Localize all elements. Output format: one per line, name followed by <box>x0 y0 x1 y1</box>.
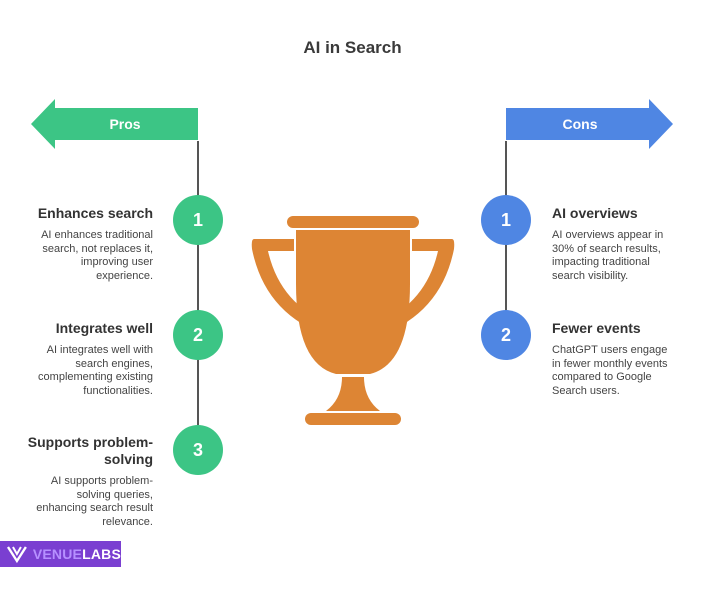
logo-text-labs: LABS <box>82 546 121 562</box>
pros-item-2-desc: AI integrates well with search engines, … <box>38 344 153 397</box>
cons-item-1-desc: AI overviews appear in 30% of search res… <box>552 229 664 282</box>
logo-text-venue: VENUE <box>32 546 83 562</box>
pros-number-1: 1 <box>173 195 223 245</box>
pros-label: Pros <box>109 116 141 132</box>
pros-item-3-title: Supports problem-solving <box>27 434 153 467</box>
cons-arrow <box>506 99 673 149</box>
pros-item-1-desc: AI enhances traditional search, not repl… <box>41 229 153 282</box>
pros-timeline <box>197 141 199 425</box>
trophy-icon <box>251 216 455 425</box>
pros-number-3: 3 <box>173 425 223 475</box>
pros-arrow <box>31 99 198 149</box>
cons-label: Cons <box>562 116 598 132</box>
cons-item-2-desc: ChatGPT users engage in fewer monthly ev… <box>552 344 668 397</box>
page-title: AI in Search <box>303 38 402 57</box>
cons-item-2-title: Fewer events <box>552 320 641 336</box>
pros-item-1-title: Enhances search <box>37 205 153 221</box>
v-logo-icon <box>6 546 27 564</box>
pros-number-2: 2 <box>173 310 223 360</box>
pros-item-3-desc: AI supports problem-solving queries, enh… <box>36 475 153 528</box>
cons-number-1: 1 <box>481 195 531 245</box>
cons-item-1-title: AI overviews <box>552 205 638 221</box>
cons-number-2: 2 <box>481 310 531 360</box>
pros-item-2-title: Integrates well <box>55 320 153 336</box>
